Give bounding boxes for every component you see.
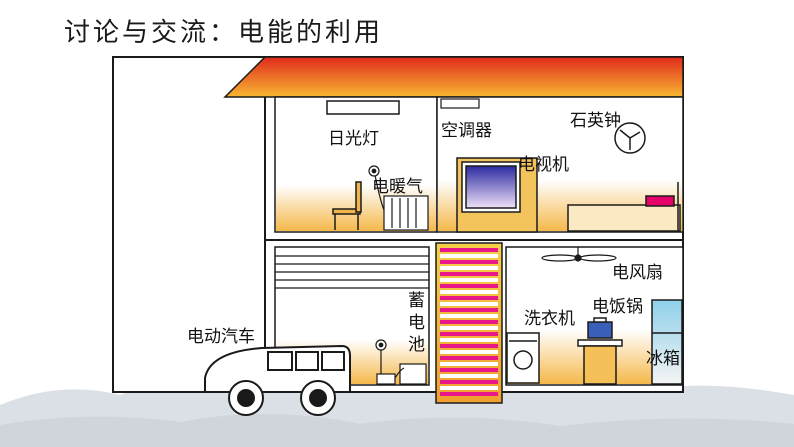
label-quartz-clock: 石英钟 — [570, 111, 621, 131]
label-television: 电视机 — [518, 155, 569, 175]
label-storage-battery: 蓄电池 — [408, 291, 425, 355]
refrigerator-device — [651, 299, 683, 385]
stair-step — [440, 392, 498, 396]
sofa — [567, 182, 681, 232]
quartz-clock-device — [614, 122, 646, 154]
stair-step — [440, 302, 498, 306]
label-electric-fan: 电风扇 — [612, 263, 663, 283]
stair-step — [440, 386, 498, 390]
stair-step — [440, 266, 498, 270]
storage-battery-device — [375, 339, 427, 385]
stair-step — [440, 254, 498, 258]
stair-step — [440, 380, 498, 384]
label-air-conditioner: 空调器 — [441, 121, 492, 141]
stair-step — [440, 344, 498, 348]
stair-step — [440, 314, 498, 318]
roof — [223, 56, 684, 98]
fluorescent-lamp-device — [326, 100, 400, 115]
label-electric-heater: 电暖气 — [372, 177, 423, 197]
stair-step — [440, 308, 498, 312]
electric-fan-device — [541, 247, 617, 262]
label-washing-machine: 洗衣机 — [524, 309, 575, 329]
stair-step — [440, 362, 498, 366]
stair-step — [440, 272, 498, 276]
stair-step — [440, 290, 498, 294]
label-electric-car: 电动汽车 — [187, 327, 255, 347]
stair-step — [440, 248, 498, 252]
stair-step — [440, 332, 498, 336]
electric-car-device — [204, 344, 351, 416]
stair-step — [440, 260, 498, 264]
label-fluorescent-lamp: 日光灯 — [328, 129, 379, 149]
chair — [332, 181, 362, 230]
stair-step — [440, 350, 498, 354]
television-device — [456, 157, 538, 233]
stair-step — [440, 320, 498, 324]
stair-step — [440, 326, 498, 330]
electric-heater-device — [368, 165, 429, 231]
stair-step — [440, 284, 498, 288]
stair-step — [440, 338, 498, 342]
rice-cooker-device — [577, 317, 623, 385]
stair-step — [440, 296, 498, 300]
air-conditioner-device — [440, 98, 480, 109]
label-rice-cooker: 电饭锅 — [592, 297, 643, 317]
page-title: 讨论与交流：电能的利用 — [64, 18, 384, 48]
stair-step — [440, 278, 498, 282]
stair-step — [440, 356, 498, 360]
label-refrigerator: 冰箱 — [646, 349, 680, 369]
stair-step — [440, 368, 498, 372]
washing-machine-device — [506, 332, 540, 384]
stair-step — [440, 374, 498, 378]
